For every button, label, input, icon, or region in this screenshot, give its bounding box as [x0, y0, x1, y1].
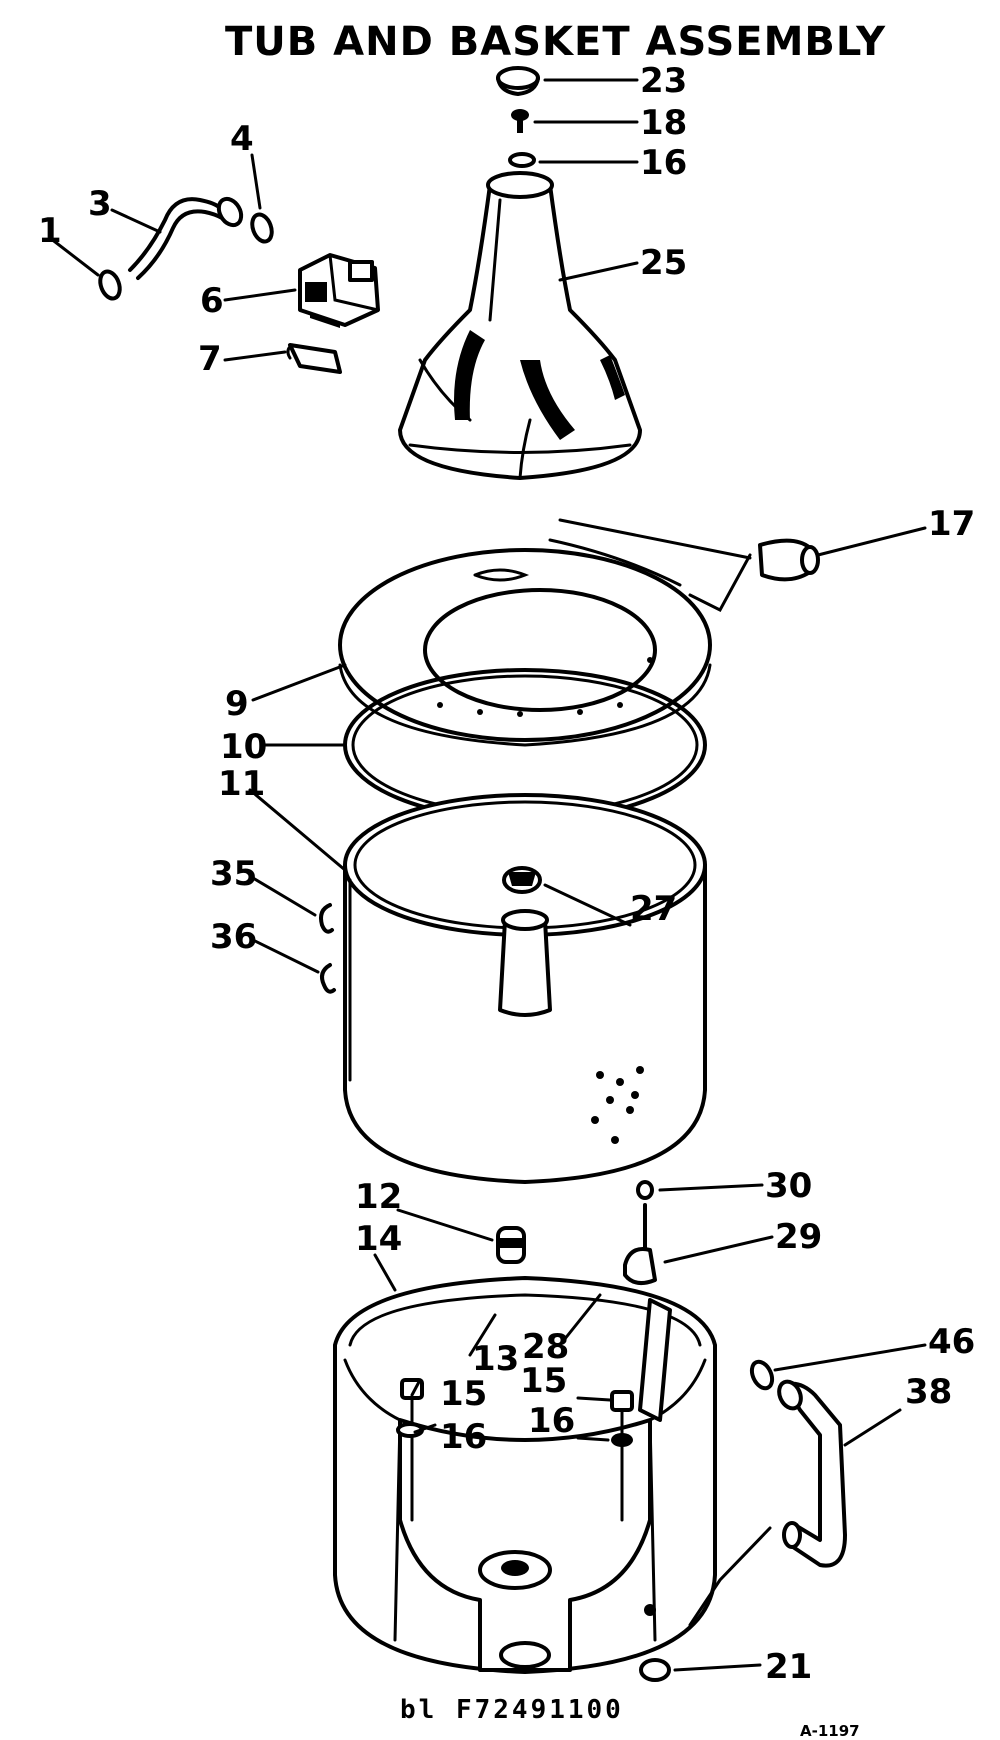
part-27-nut [502, 866, 542, 894]
drawing-code: bl F72491100 [400, 1695, 624, 1725]
part-9-tub-ring [338, 548, 712, 747]
part-21-plug [639, 1658, 671, 1682]
label-46: 46 [928, 1322, 975, 1362]
label-11: 11 [218, 764, 265, 804]
diagram-title: TUB AND BASKET ASSEMBLY [225, 19, 886, 65]
label-6: 6 [200, 281, 224, 321]
label-7: 7 [198, 339, 222, 379]
part-3-hose [128, 196, 244, 280]
label-18: 18 [640, 103, 687, 143]
leader-lines [48, 78, 927, 1672]
part-30-washer [636, 1180, 654, 1200]
label-25: 25 [640, 243, 687, 283]
label-28: 28 [522, 1327, 569, 1367]
part-18-bolt [511, 109, 529, 133]
part-4-clamp [250, 212, 274, 244]
part-46-clamp [749, 1359, 775, 1391]
label-10: 10 [220, 727, 267, 767]
part-6-valve [298, 253, 380, 328]
label-27: 27 [630, 889, 677, 929]
label-30: 30 [765, 1166, 812, 1206]
part-14-outer-tub [333, 1276, 717, 1674]
label-16-right: 16 [528, 1401, 575, 1441]
label-36: 36 [210, 917, 257, 957]
label-1: 1 [38, 211, 62, 251]
part-38-drain-hose [688, 1379, 847, 1627]
part-36-clip [320, 963, 336, 994]
label-13: 13 [472, 1339, 519, 1379]
part-1-clamp [98, 269, 122, 301]
part-7-bracket [286, 343, 342, 374]
label-21: 21 [765, 1647, 812, 1687]
label-29: 29 [775, 1217, 822, 1257]
label-17: 17 [928, 504, 975, 544]
part-35-clip [319, 903, 334, 934]
label-9: 9 [225, 684, 249, 724]
label-15-right: 15 [520, 1361, 567, 1401]
corner-code: A-1197 [800, 1722, 860, 1740]
label-38: 38 [905, 1372, 952, 1412]
label-15-left: 15 [440, 1374, 487, 1414]
part-11-basket [343, 793, 707, 1184]
label-16-left: 16 [440, 1417, 487, 1457]
label-14: 14 [355, 1219, 402, 1259]
part-25-agitator [398, 171, 642, 480]
label-16-top: 16 [640, 143, 687, 183]
part-12-bearing [496, 1226, 526, 1264]
part-17-bumper [548, 518, 820, 612]
label-35: 35 [210, 854, 257, 894]
label-12: 12 [355, 1177, 402, 1217]
part-16-washer [508, 152, 536, 168]
part-23-cap [496, 66, 540, 96]
label-23: 23 [640, 61, 687, 101]
part-29-valve [623, 1203, 657, 1286]
label-4: 4 [230, 119, 254, 159]
label-3: 3 [88, 184, 112, 224]
